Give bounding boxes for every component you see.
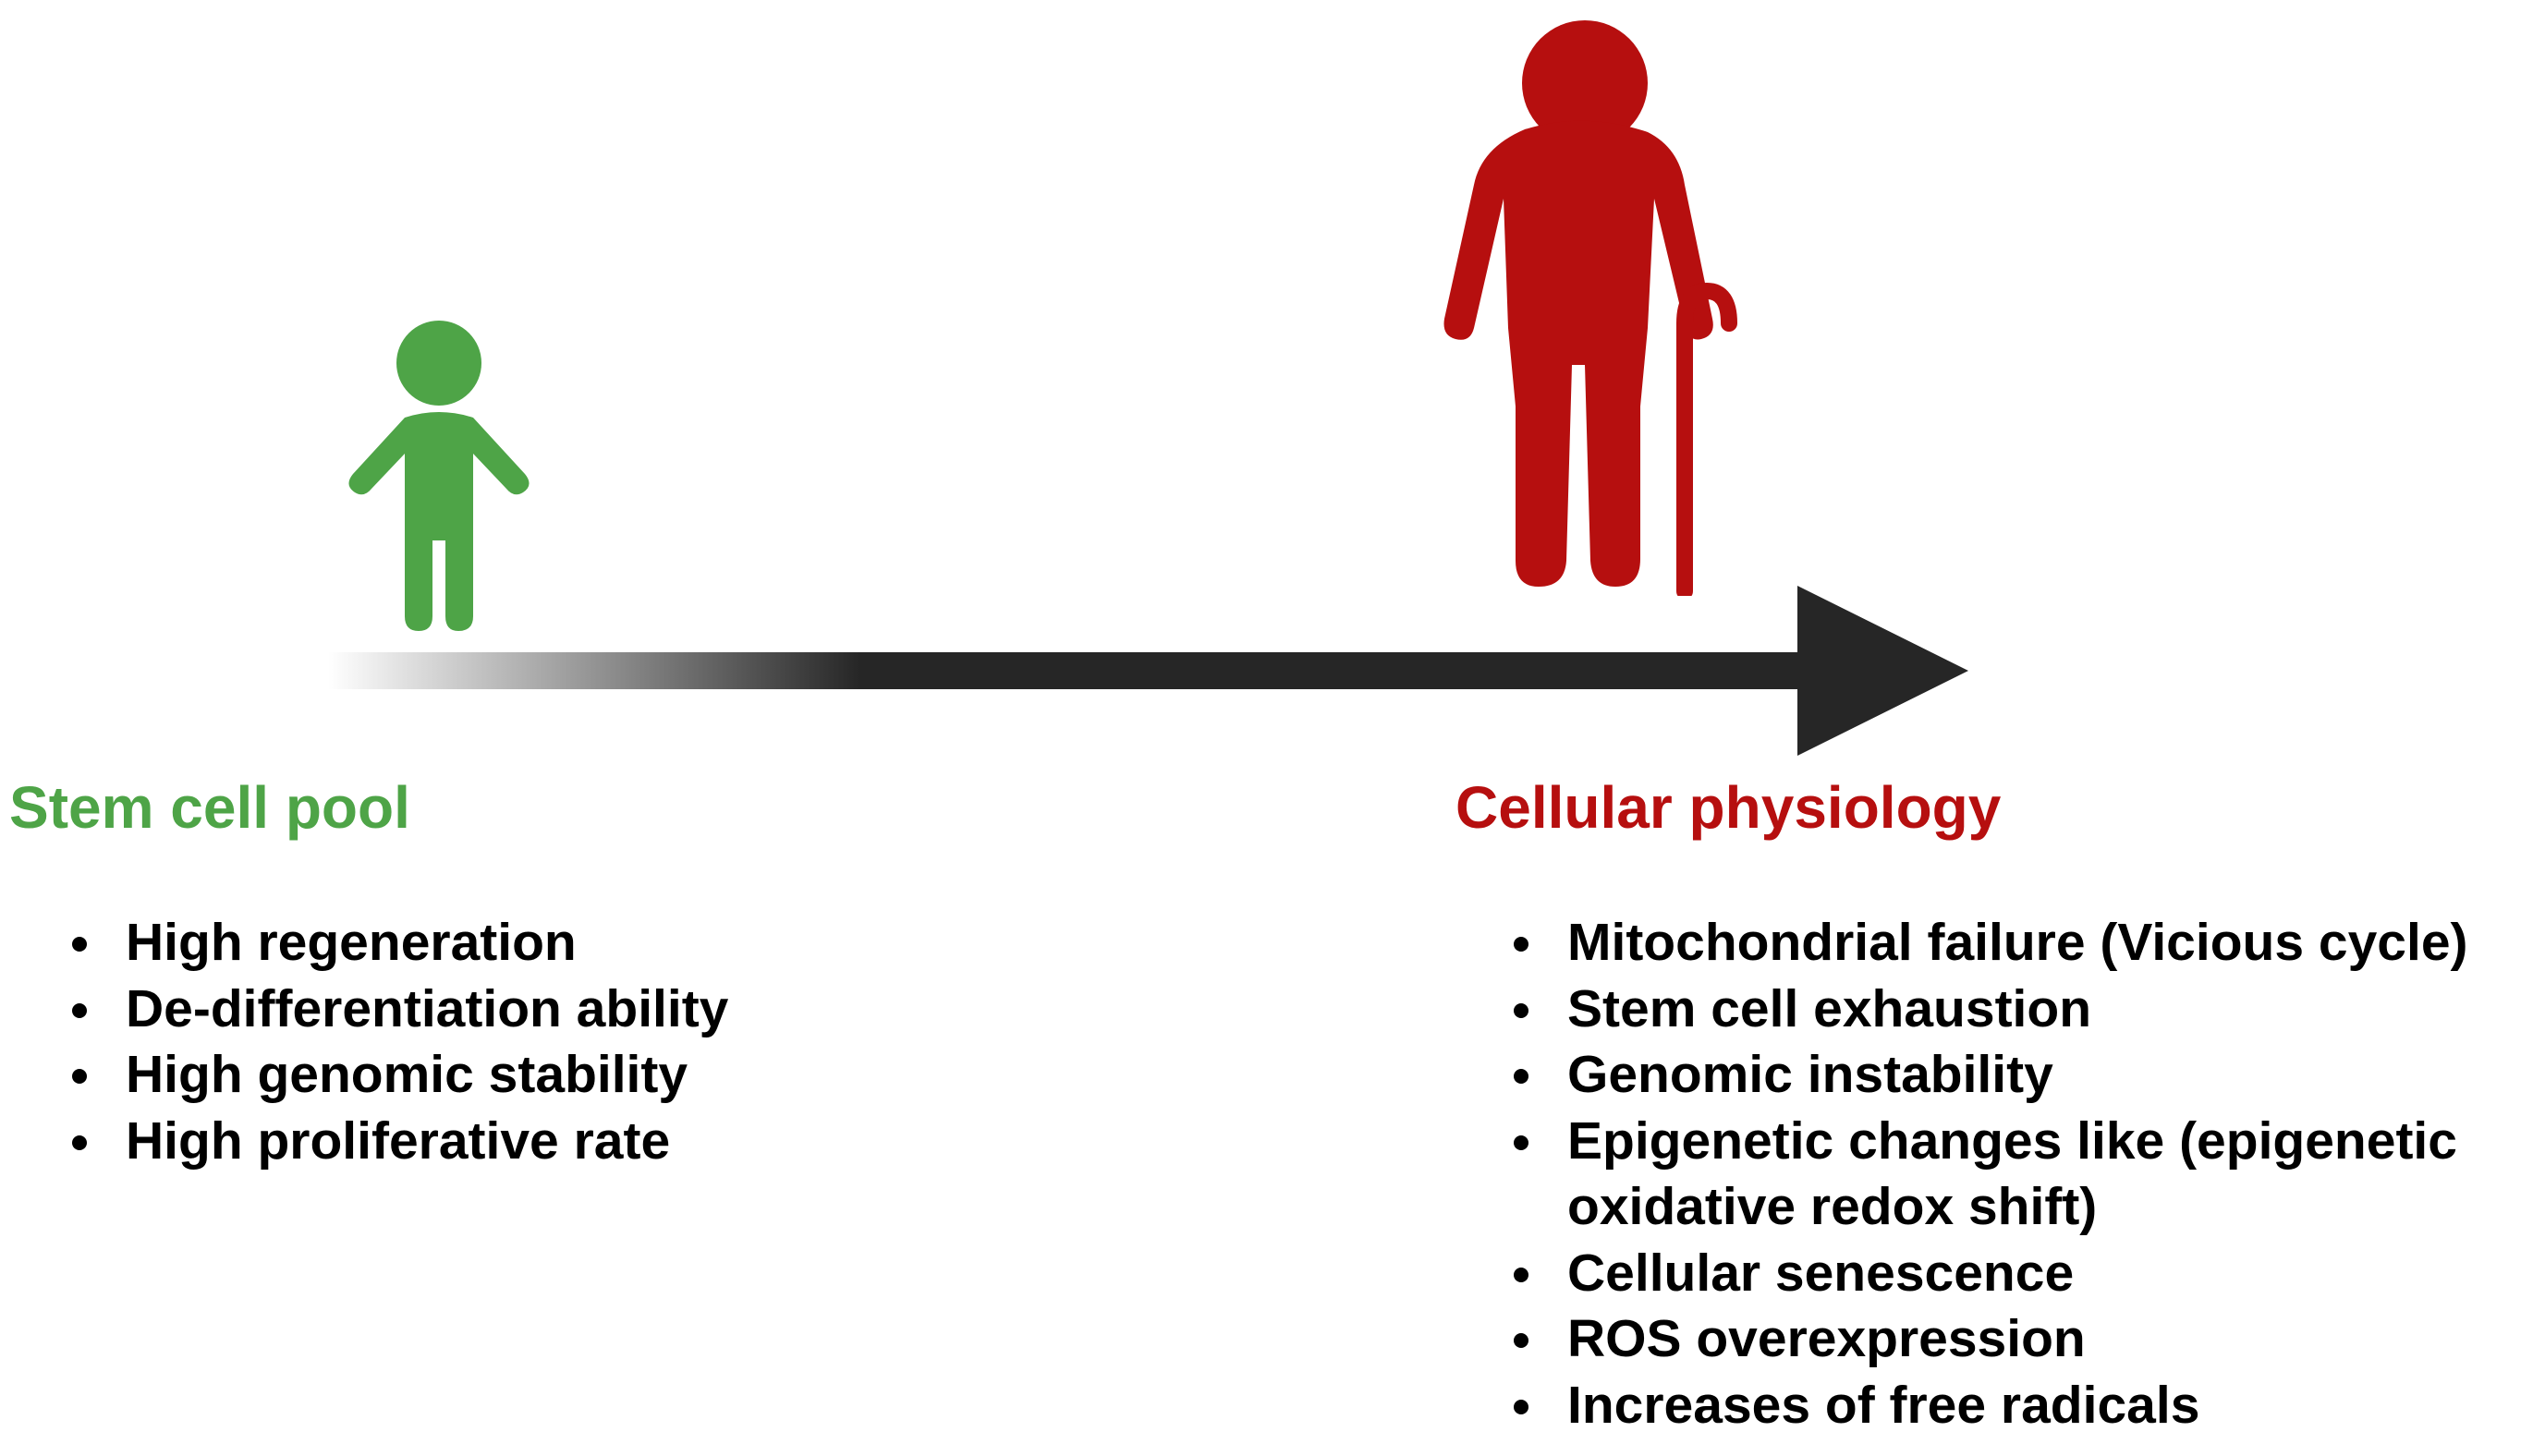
list-item: High regeneration: [63, 910, 802, 977]
elderly-person-with-cane-icon: [1443, 20, 1737, 596]
gradient-arrow-icon: [328, 586, 1968, 756]
list-item: High genomic stability: [63, 1042, 802, 1109]
list-item: Increases of free radicals: [1504, 1373, 2521, 1439]
list-item: Genomic instability: [1504, 1042, 2521, 1109]
child-icon: [348, 321, 530, 631]
list-item: ROS overexpression: [1504, 1306, 2521, 1373]
arrow-head: [1797, 586, 1968, 756]
list-item: De-differentiation ability: [63, 977, 802, 1043]
list-item: High proliferative rate: [63, 1109, 802, 1175]
list-item: Stem cell exhaustion: [1504, 977, 2521, 1043]
stem-cell-traits-list: High regeneration De-differentiation abi…: [63, 910, 802, 1174]
aging-hallmarks-list: Mitochondrial failure (Vicious cycle) St…: [1504, 910, 2521, 1438]
list-item: Epigenetic changes like (epigenetic oxid…: [1504, 1109, 2521, 1241]
cellular-physiology-heading: Cellular physiology: [1455, 774, 2002, 841]
list-item: Cellular senescence: [1504, 1241, 2521, 1307]
stem-cell-pool-heading: Stem cell pool: [9, 774, 410, 841]
list-item: Mitochondrial failure (Vicious cycle): [1504, 910, 2521, 977]
arrow-shaft: [328, 652, 1807, 689]
